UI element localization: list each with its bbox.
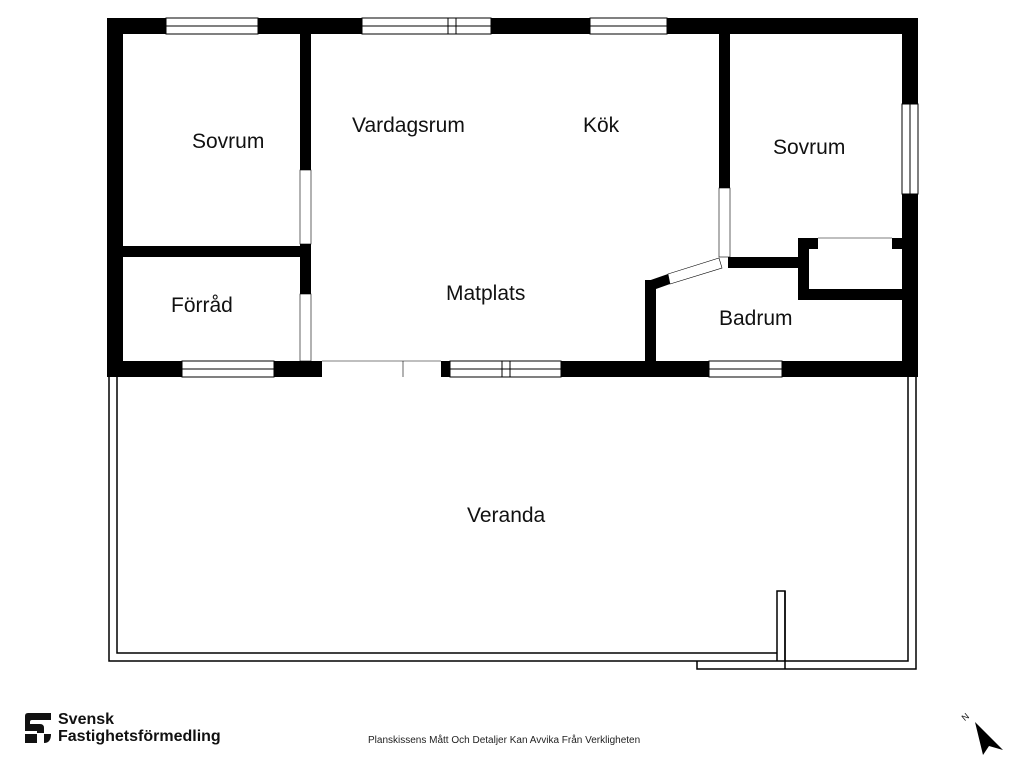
veranda-outline	[108, 376, 917, 670]
brand-name-line1: Svensk	[58, 711, 115, 728]
room-label-matplats: Matplats	[446, 282, 525, 305]
north-arrow-icon	[975, 722, 1003, 755]
room-label-veranda: Veranda	[467, 504, 546, 527]
room-label-forrad: Förråd	[171, 294, 233, 317]
room-label-sovrum-left: Sovrum	[192, 130, 264, 153]
brand-logo-icon	[25, 713, 51, 743]
floor-plan: Sovrum Vardagsrum Kök Sovrum Förråd Matp…	[107, 17, 919, 670]
room-label-kok: Kök	[583, 114, 620, 137]
compass: N	[959, 711, 1004, 758]
compass-north-label: N	[959, 711, 971, 723]
interior-walls	[123, 34, 902, 361]
room-label-sovrum-right: Sovrum	[773, 136, 845, 159]
room-label-badrum: Badrum	[719, 307, 793, 330]
disclaimer-text: Planskissens Mått Och Detaljer Kan Avvik…	[368, 735, 641, 746]
openings	[165, 17, 919, 378]
brand-logo: Svensk Fastighetsförmedling	[22, 711, 221, 745]
exterior-walls	[107, 18, 918, 377]
room-label-vardagsrum: Vardagsrum	[352, 114, 465, 137]
room-labels: Sovrum Vardagsrum Kök Sovrum Förråd Matp…	[171, 114, 845, 527]
brand-name-line2: Fastighetsförmedling	[58, 728, 221, 745]
